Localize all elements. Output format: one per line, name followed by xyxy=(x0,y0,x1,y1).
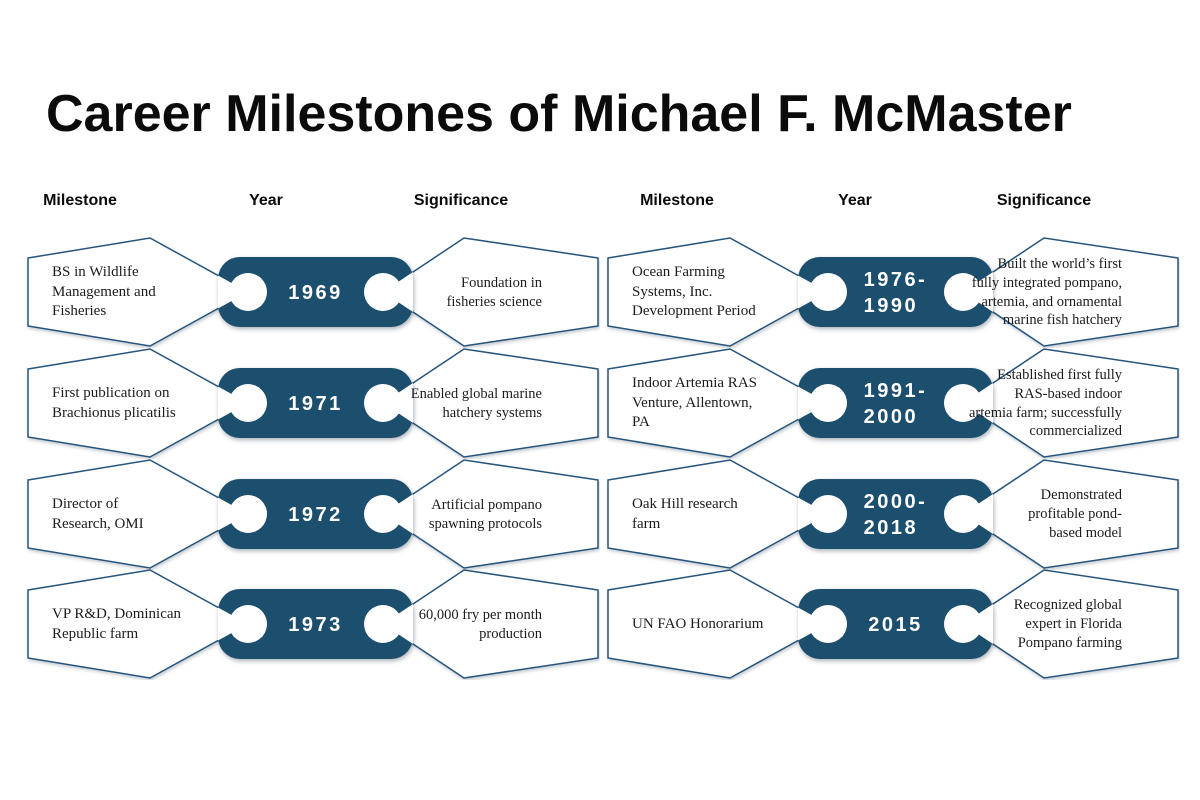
milestone-hexagon-shape xyxy=(607,569,830,679)
year-label: 1976- 1990 xyxy=(863,268,928,317)
year-badge: 1971 xyxy=(218,348,413,459)
milestone-label: Ocean Farming Systems, Inc. Development … xyxy=(632,264,756,320)
right-connector-circle xyxy=(364,495,402,533)
year-label: 1972 xyxy=(288,503,343,526)
milestone-row: BS in Wildlife Management and Fisheries … xyxy=(20,237,600,348)
milestone-label: VP R&D, Dominican Republic farm xyxy=(52,606,182,642)
milestone-label: First publication on Brachionus plicatil… xyxy=(52,385,176,421)
year-pill-shape xyxy=(798,479,993,549)
year-label: 1971 xyxy=(288,392,343,415)
right-connector-circle xyxy=(364,605,402,643)
left-connector-circle xyxy=(809,384,847,422)
significance-hexagon-shape xyxy=(381,569,599,679)
year-pill-shape xyxy=(218,257,413,327)
right-connector-circle xyxy=(944,495,982,533)
right-connector-circle xyxy=(364,384,402,422)
milestone-row: Director of Research, OMI 1972 Artificia… xyxy=(20,459,600,570)
significance-hexagon-shape xyxy=(381,237,599,347)
header-significance-left: Significance xyxy=(413,192,509,209)
significance-label: Enabled global marine hatchery systems xyxy=(410,385,542,421)
significance-label: Built the world’s first fully integrated… xyxy=(971,255,1122,329)
left-connector-circle xyxy=(229,384,267,422)
year-pill-shape xyxy=(798,257,993,327)
significance-hexagon-shape xyxy=(961,459,1179,569)
left-connector-circle xyxy=(229,605,267,643)
year-badge: 1991- 2000 xyxy=(798,348,993,459)
significance-hexagon-shape xyxy=(381,348,599,458)
year-pill-shape xyxy=(798,589,993,659)
year-badge: 2000- 2018 xyxy=(798,459,993,570)
year-badge: 1973 xyxy=(218,569,413,680)
milestone-connector-graphic xyxy=(27,237,599,347)
milestone-row: Ocean Farming Systems, Inc. Development … xyxy=(600,237,1180,348)
milestone-row: First publication on Brachionus plicatil… xyxy=(20,348,600,459)
milestone-hexagon-shape xyxy=(607,459,830,569)
year-pill-shape xyxy=(218,368,413,438)
significance-label: Established first fully RAS-based indoor… xyxy=(969,366,1122,440)
milestone-connector-graphic xyxy=(607,459,1179,569)
year-label: 2000- 2018 xyxy=(863,490,928,539)
header-milestone-right: Milestone xyxy=(640,192,714,209)
milestone-label: Director of Research, OMI xyxy=(52,496,144,532)
header-year-left: Year xyxy=(249,192,283,209)
significance-hexagon-shape xyxy=(381,459,599,569)
year-label: 1969 xyxy=(288,281,343,304)
milestone-row: VP R&D, Dominican Republic farm 1973 60,… xyxy=(20,569,600,680)
milestone-connector-graphic xyxy=(27,459,599,569)
year-badge: 1969 xyxy=(218,237,413,348)
page-title: Career Milestones of Michael F. McMaster xyxy=(46,84,1072,143)
milestone-hexagon-shape xyxy=(27,459,250,569)
milestone-label: Oak Hill research farm xyxy=(632,496,738,532)
significance-hexagon-shape xyxy=(961,569,1179,679)
year-label: 1991- 2000 xyxy=(863,379,928,428)
right-connector-circle xyxy=(944,273,982,311)
milestone-row: Indoor Artemia RAS Venture, Allentown, P… xyxy=(600,348,1180,459)
year-pill-shape xyxy=(798,368,993,438)
milestone-hexagon-shape xyxy=(27,237,250,347)
significance-label: Recognized global expert in Florida Pomp… xyxy=(1013,597,1122,651)
left-connector-circle xyxy=(229,495,267,533)
year-badge: 2015 xyxy=(798,569,993,680)
header-year-right: Year xyxy=(838,192,872,209)
milestone-label: UN FAO Honorarium xyxy=(632,615,764,632)
milestone-connector-graphic xyxy=(27,569,599,679)
milestone-row: Oak Hill research farm 2000- 2018 Demons… xyxy=(600,459,1180,570)
milestone-row: UN FAO Honorarium 2015 Recognized global… xyxy=(600,569,1180,680)
year-pill-shape xyxy=(218,589,413,659)
significance-label: Artificial pompano spawning protocols xyxy=(428,496,542,532)
milestone-connector-graphic xyxy=(27,348,599,458)
milestone-connector-graphic xyxy=(607,569,1179,679)
left-connector-circle xyxy=(809,495,847,533)
milestone-connector-graphic xyxy=(607,237,1179,347)
year-pill-shape xyxy=(218,479,413,549)
significance-label: Foundation in fisheries science xyxy=(446,274,542,310)
header-significance-right: Significance xyxy=(996,192,1092,209)
milestone-label: Indoor Artemia RAS Venture, Allentown, P… xyxy=(632,375,757,431)
year-label: 1973 xyxy=(288,613,343,636)
right-connector-circle xyxy=(944,384,982,422)
milestone-connector-graphic xyxy=(607,348,1179,458)
left-connector-circle xyxy=(229,273,267,311)
milestone-hexagon-shape xyxy=(607,237,830,347)
header-milestone-left: Milestone xyxy=(43,192,117,209)
significance-label: Demonstrated profitable pond- based mode… xyxy=(1028,487,1122,541)
significance-hexagon-shape xyxy=(961,237,1179,347)
milestone-hexagon-shape xyxy=(27,348,250,458)
year-badge: 1976- 1990 xyxy=(798,237,993,348)
significance-hexagon-shape xyxy=(961,348,1179,458)
milestone-hexagon-shape xyxy=(27,569,250,679)
left-connector-circle xyxy=(809,273,847,311)
year-badge: 1972 xyxy=(218,459,413,570)
year-label: 2015 xyxy=(868,613,923,636)
left-connector-circle xyxy=(809,605,847,643)
right-connector-circle xyxy=(944,605,982,643)
milestone-hexagon-shape xyxy=(607,348,830,458)
milestone-label: BS in Wildlife Management and Fisheries xyxy=(52,264,156,320)
right-connector-circle xyxy=(364,273,402,311)
significance-label: 60,000 fry per month production xyxy=(418,606,542,642)
